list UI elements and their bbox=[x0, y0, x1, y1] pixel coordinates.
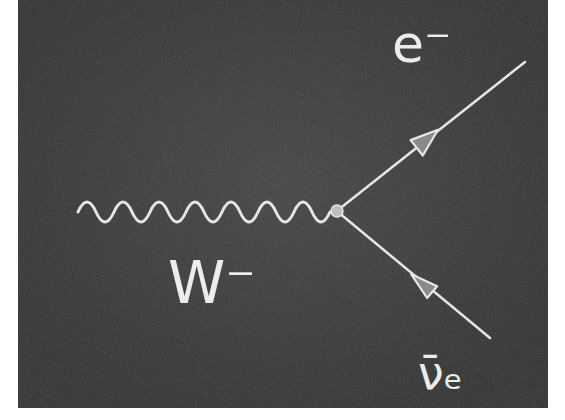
electron-line bbox=[338, 62, 525, 210]
chalk-dust bbox=[18, 0, 548, 408]
electron-label: e⁻ bbox=[392, 16, 451, 73]
antineutrino-label: ν̄ₑ bbox=[418, 348, 463, 399]
w-boson-label: W⁻ bbox=[168, 252, 256, 316]
chalkboard bbox=[18, 0, 548, 408]
w-boson-wavy-line bbox=[78, 202, 330, 222]
electron-arrowhead bbox=[411, 130, 438, 156]
vertex-dot bbox=[331, 205, 343, 217]
antineutrino-line bbox=[338, 212, 490, 338]
antineutrino-arrowhead bbox=[411, 274, 437, 298]
